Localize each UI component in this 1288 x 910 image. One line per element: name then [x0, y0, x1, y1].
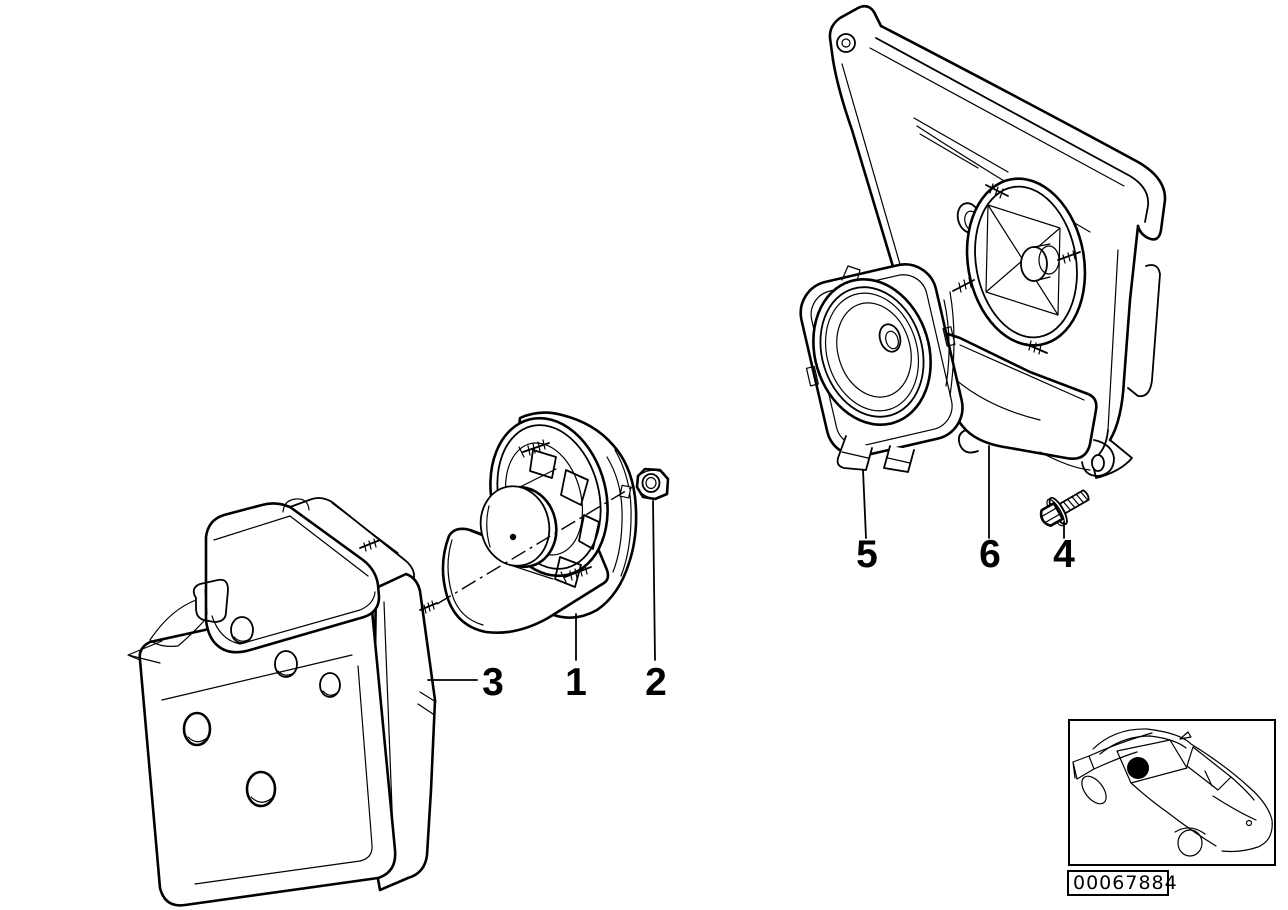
callout-2[interactable]: 2	[645, 500, 667, 704]
callout-label-2: 2	[645, 661, 667, 704]
callout-5[interactable]: 5	[856, 469, 878, 576]
stud-lower	[560, 564, 592, 583]
callout-label-3: 3	[482, 661, 504, 704]
inset-frame	[1068, 719, 1276, 866]
leader-line-2	[652, 500, 656, 661]
stud-axis	[419, 600, 438, 614]
loudspeaker-drawing	[799, 263, 964, 473]
stud-upper	[518, 439, 550, 458]
housing-box-drawing	[127, 497, 438, 907]
car-outline-icon	[1072, 728, 1273, 857]
callout-6[interactable]: 6	[979, 445, 1001, 576]
center-axis-line	[436, 485, 635, 605]
callout-label-1: 1	[565, 661, 587, 704]
callout-label-5: 5	[856, 533, 878, 576]
code-frame	[1067, 870, 1169, 896]
car-location-inset	[1068, 719, 1276, 866]
callout-3[interactable]: 3	[427, 661, 504, 704]
leader-line-5	[862, 469, 867, 539]
diagram-code-box: 00067884	[1067, 870, 1178, 896]
callout-label-4: 4	[1053, 533, 1075, 576]
speaker-with-bracket-drawing	[441, 411, 638, 634]
diagram-code-text: 00067884	[1073, 872, 1178, 894]
mounting-panel-drawing	[828, 4, 1167, 479]
callout-1[interactable]: 1	[565, 613, 587, 704]
ring-studs	[952, 183, 1081, 355]
hex-nut-drawing	[635, 467, 670, 501]
screw-drawing	[1039, 489, 1090, 528]
callout-4[interactable]: 4	[1053, 521, 1075, 576]
callout-label-6: 6	[979, 533, 1001, 576]
part-location-dot	[1127, 757, 1149, 779]
stud-top	[359, 538, 381, 552]
